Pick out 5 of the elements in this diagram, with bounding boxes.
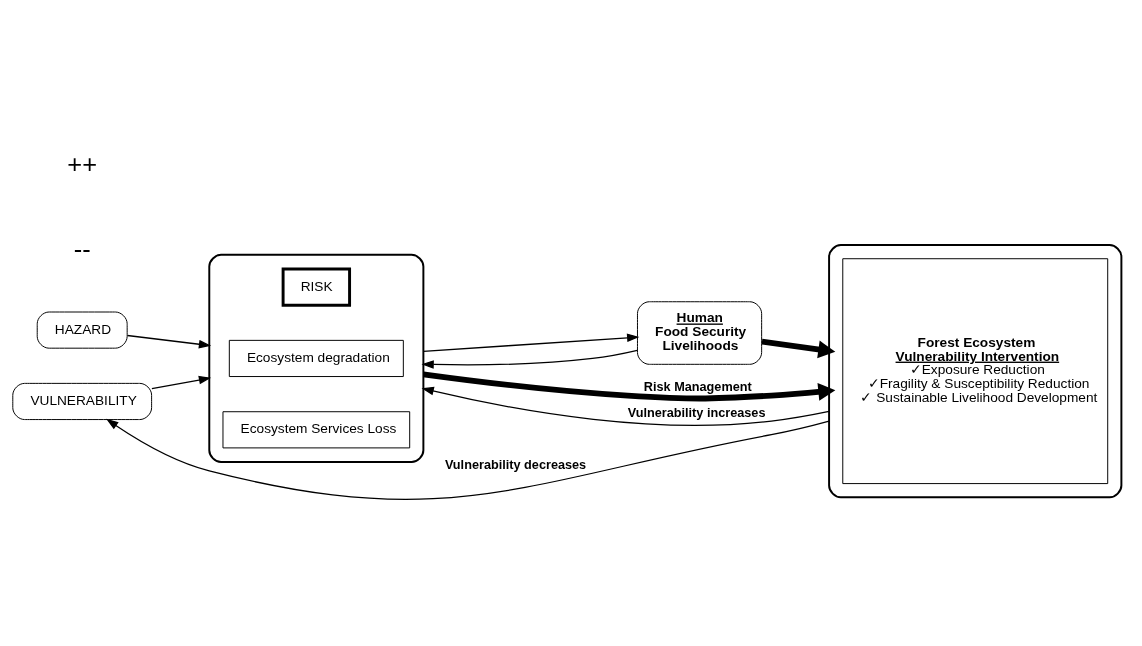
edge-label: Vulnerability increases xyxy=(627,405,766,420)
edge-label: Vulnerability decreases xyxy=(444,457,587,472)
label: ++ xyxy=(67,149,98,178)
label: -- xyxy=(73,234,91,263)
edge-label: Risk Management xyxy=(643,379,752,394)
